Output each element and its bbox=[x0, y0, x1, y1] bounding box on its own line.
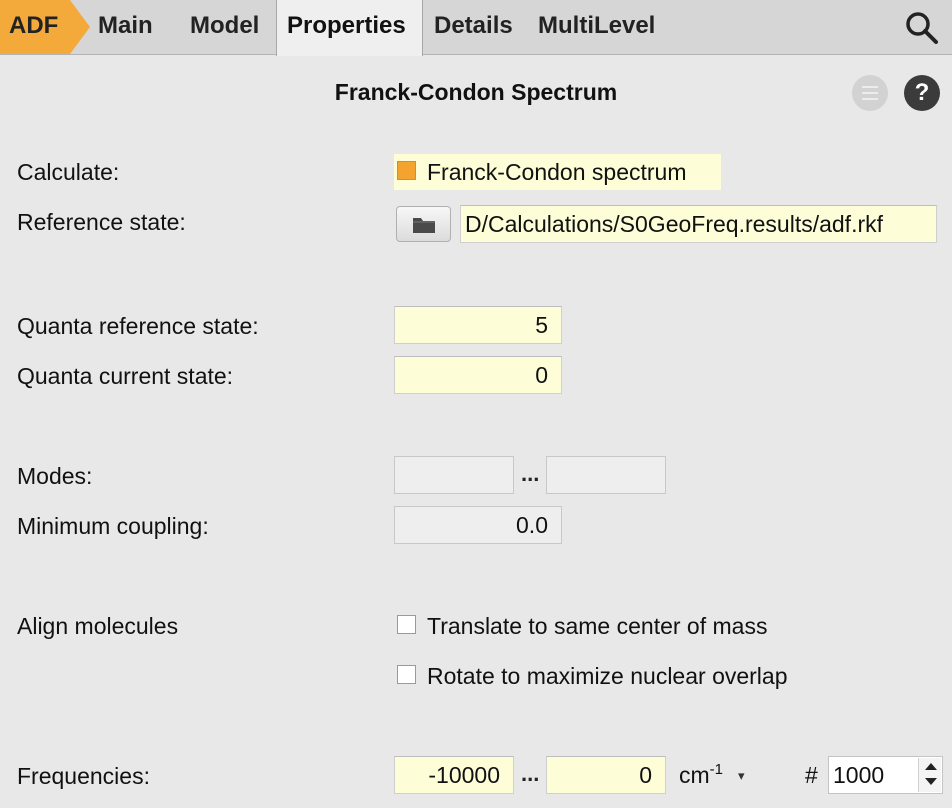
reference-state-label: Reference state: bbox=[17, 209, 186, 235]
minimum-coupling-field[interactable]: 0.0 bbox=[394, 506, 562, 544]
tab-details[interactable]: Details bbox=[434, 12, 513, 39]
quanta-current-label: Quanta current state: bbox=[17, 363, 234, 389]
modes-label: Modes: bbox=[17, 463, 93, 489]
frequencies-range-separator: ... bbox=[521, 761, 540, 786]
dropdown-arrow-icon[interactable]: ▾ bbox=[738, 768, 745, 783]
quanta-reference-label: Quanta reference state: bbox=[17, 313, 259, 339]
menu-icon[interactable] bbox=[852, 75, 888, 111]
tab-properties[interactable]: Properties bbox=[276, 0, 423, 56]
modes-to-field[interactable] bbox=[546, 456, 666, 494]
modes-range-separator: ... bbox=[521, 461, 540, 486]
search-icon[interactable] bbox=[903, 9, 939, 45]
tab-model[interactable]: Model bbox=[190, 12, 260, 39]
tab-properties-label: Properties bbox=[287, 12, 406, 39]
frequency-count-symbol: # bbox=[805, 762, 818, 788]
frequency-count-stepper[interactable] bbox=[918, 758, 941, 792]
browse-folder-button[interactable] bbox=[396, 206, 451, 242]
rotate-checkbox-label[interactable]: Rotate to maximize nuclear overlap bbox=[427, 663, 788, 689]
quanta-reference-field[interactable]: 5 bbox=[394, 306, 562, 344]
stepper-down-icon[interactable] bbox=[925, 778, 937, 785]
frequency-unit-exponent: -1 bbox=[709, 761, 724, 778]
calculate-option-row bbox=[394, 154, 721, 190]
tab-main[interactable]: Main bbox=[98, 12, 153, 39]
frequency-unit-selector[interactable]: cm-1 bbox=[679, 761, 724, 789]
tab-adf-label: ADF bbox=[9, 12, 59, 39]
tab-bar: ADF Main Model Properties Details MultiL… bbox=[0, 0, 952, 56]
modes-from-field[interactable] bbox=[394, 456, 514, 494]
align-molecules-label: Align molecules bbox=[17, 613, 179, 639]
stepper-up-icon[interactable] bbox=[925, 763, 937, 770]
translate-checkbox[interactable] bbox=[397, 615, 416, 634]
calculate-label: Calculate: bbox=[17, 159, 120, 185]
minimum-coupling-label: Minimum coupling: bbox=[17, 513, 209, 539]
frequencies-from-field[interactable]: -10000 bbox=[394, 756, 514, 794]
franck-condon-checkbox-label[interactable]: Franck-Condon spectrum bbox=[427, 159, 687, 185]
rotate-checkbox[interactable] bbox=[397, 665, 416, 684]
frequencies-to-field[interactable]: 0 bbox=[546, 756, 666, 794]
help-icon[interactable]: ? bbox=[904, 75, 940, 111]
tab-adf[interactable]: ADF bbox=[0, 0, 90, 54]
quanta-current-field[interactable]: 0 bbox=[394, 356, 562, 394]
frequency-unit-base: cm bbox=[679, 762, 710, 788]
tab-multilevel[interactable]: MultiLevel bbox=[538, 12, 656, 39]
frequencies-label: Frequencies: bbox=[17, 763, 150, 789]
reference-state-field[interactable]: D/Calculations/S0GeoFreq.results/adf.rkf bbox=[460, 205, 937, 243]
folder-icon bbox=[413, 218, 435, 233]
franck-condon-checkbox[interactable] bbox=[397, 161, 416, 180]
panel-title: Franck-Condon Spectrum bbox=[334, 79, 618, 105]
translate-checkbox-label[interactable]: Translate to same center of mass bbox=[427, 613, 768, 639]
